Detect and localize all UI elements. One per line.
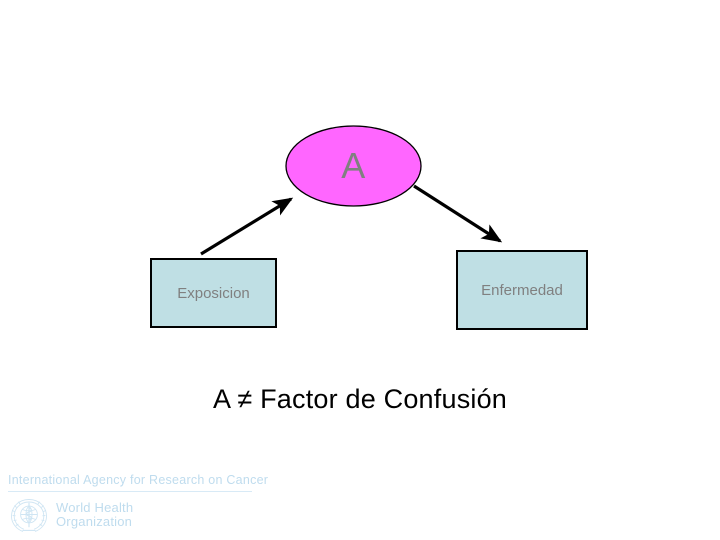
arrow-a-to-enfermedad [413, 184, 503, 243]
node-exposicion-box[interactable] [150, 258, 277, 328]
caption-text: A ≠ Factor de Confusión [212, 384, 508, 414]
arrow-exposicion-to-a [200, 197, 294, 256]
footer-divider [8, 491, 252, 492]
who-line-2: Organization [56, 514, 133, 529]
footer-who-block: World Health Organization [8, 496, 308, 534]
who-line-1: World Health [56, 500, 134, 515]
node-enfermedad-box[interactable] [456, 250, 588, 330]
who-wordmark: World Health Organization [56, 501, 133, 529]
footer: International Agency for Research on Can… [8, 472, 308, 534]
node-a-ellipse[interactable] [285, 125, 422, 207]
footer-agency-line: International Agency for Research on Can… [8, 473, 269, 487]
who-emblem-icon [11, 499, 47, 532]
